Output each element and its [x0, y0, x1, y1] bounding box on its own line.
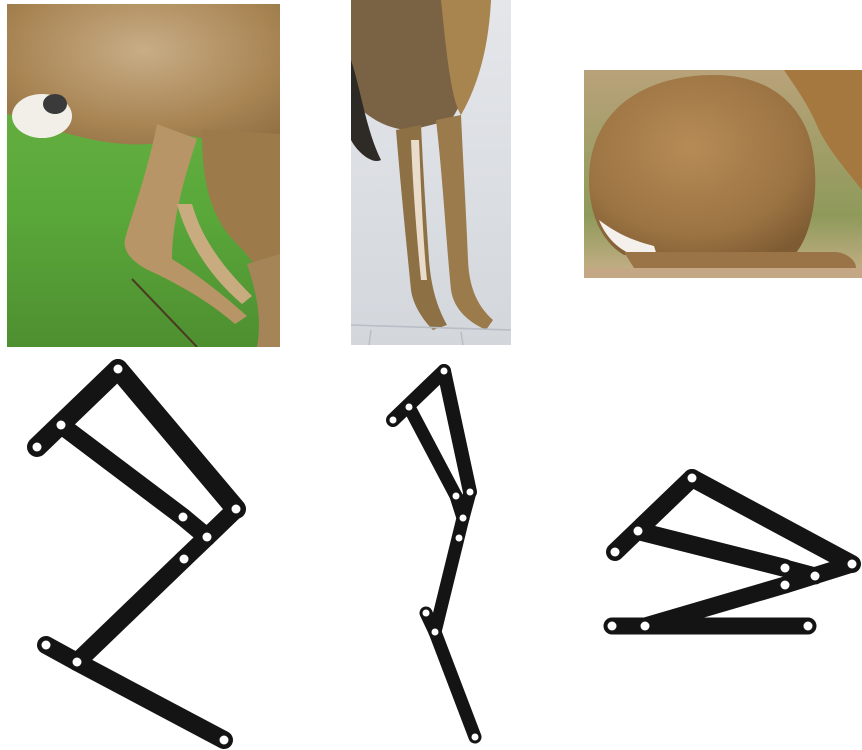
- sitting-leg-linkage-mechanism: [608, 474, 857, 631]
- standing-leg-linkage-mechanism: [390, 368, 479, 741]
- running-leg-linkage-mechanism: [33, 365, 241, 745]
